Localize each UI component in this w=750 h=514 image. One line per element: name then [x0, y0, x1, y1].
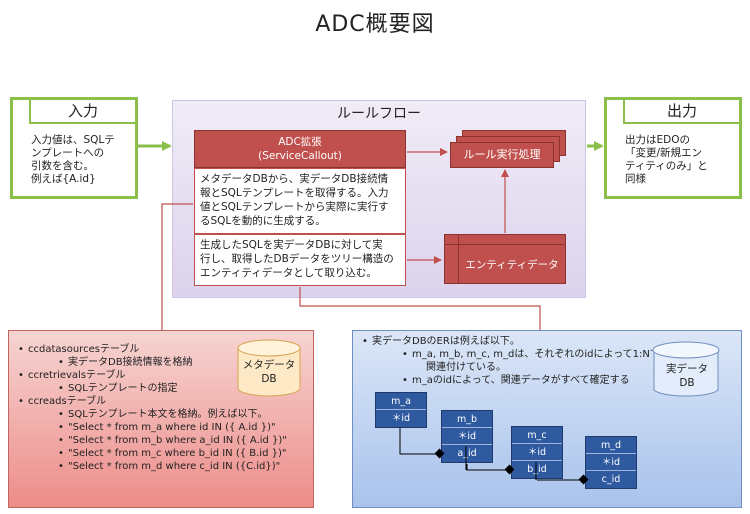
output-box: 出力 出力はEDOの 「変更/新規エン ティティのみ」と 同様	[604, 97, 742, 199]
real-data-bullet-list: • 実データDBのERは例えば以下。 • m_a, m_b, m_c, m_dは、それ…	[358, 336, 660, 388]
adc-extension-title: ADC拡張	[278, 136, 322, 148]
real-data-db-cylinder-icon	[652, 341, 720, 397]
output-heading: 出力	[623, 100, 739, 124]
metadata-bullet-item-text: ccdatasourcesテーブル	[28, 344, 140, 355]
bullet-icon: •	[58, 422, 64, 433]
er-table-name: m_b	[442, 411, 492, 428]
real-data-db-label-line2: DB	[679, 377, 695, 389]
er-table-m-c: m_c＊id b_id	[511, 426, 563, 479]
real-data-db-label-line1: 実データ	[666, 363, 708, 375]
metadata-db-cylinder-icon	[237, 339, 301, 397]
crows-foot-m-b	[434, 448, 445, 459]
metadata-bullet-item: • SQLテンプレート本文を格納。例えば以下。	[14, 409, 268, 421]
crows-foot-m-d	[578, 474, 589, 485]
real-data-bullet-item: • m_a, m_b, m_c, m_dは、それぞれのidによって1:Nで	[358, 349, 660, 361]
er-table-m-b: m_b＊id a_id	[441, 410, 493, 463]
metadata-bullet-item-text: 実データDB接続情報を格納	[68, 357, 193, 368]
metadata-bullet-item: • "Select * from m_a where id IN ({ A.id …	[14, 422, 276, 434]
entity-data-block: エンティティデータ	[444, 234, 566, 284]
er-table-name: m_a	[376, 393, 426, 410]
input-box: 入力 入力値は、SQLテ ンプレートへの 引数を含む。 例えば{A.id}	[10, 97, 138, 199]
metadata-bullet-item: • "Select * from m_c where b_id IN ({ B.i…	[14, 448, 286, 460]
metadata-bullet-item-text: SQLテンプレート本文を格納。例えば以下。	[68, 409, 268, 420]
adc-step-sql-generation: メタデータDBから、実データDB接続情 報とSQLテンプレートを取得する。入力 …	[194, 168, 406, 234]
er-table-column: ＊id	[391, 413, 411, 424]
adc-extension-header: ADC拡張 (ServiceCallout)	[194, 130, 406, 168]
metadata-bullet-item: • ccretrievalsテーブル	[14, 370, 244, 382]
adc-extension-subtitle: (ServiceCallout)	[258, 150, 342, 162]
entity-data-side-strip	[445, 235, 459, 283]
bullet-icon: •	[58, 435, 64, 446]
er-table-column: a_id	[457, 448, 477, 459]
metadata-bullet-item-text: "Select * from m_b where a_id IN ({ A.id…	[68, 435, 287, 446]
er-table-name: m_c	[512, 427, 562, 444]
metadata-db-bullet-list: • ccdatasourcesテーブル • 実データDB接続情報を格納 • ccretri…	[14, 344, 287, 474]
er-table-column: ＊id	[512, 444, 562, 461]
real-data-bullet-item-text: 実データDBのERは例えば以下。	[372, 336, 520, 347]
metadata-bullet-item: • SQLテンプレートの指定	[14, 383, 244, 395]
bullet-icon: •	[58, 448, 64, 459]
metadata-bullet-item: • "Select * from m_d where c_id IN ({C.id…	[14, 461, 280, 473]
er-table-m-d: m_d＊id c_id	[585, 436, 637, 489]
metadata-db-label: メタデータ DB	[236, 358, 302, 386]
bullet-icon: •	[58, 461, 64, 472]
bullet-icon: •	[58, 409, 64, 420]
metadata-bullet-item-text: ccreadsテーブル	[28, 396, 107, 407]
metadata-bullet-item: • ccreadsテーブル	[14, 396, 244, 408]
bullet-icon: •	[402, 349, 408, 360]
metadata-bullet-item: • ccdatasourcesテーブル	[14, 344, 244, 356]
real-data-bullet-item-text: m_a, m_b, m_c, m_dは、それぞれのidによって1:Nで	[412, 349, 660, 360]
er-table-m-a: m_a ＊id	[375, 392, 427, 428]
real-data-db-label: 実データ DB	[652, 362, 722, 390]
bullet-icon: •	[18, 370, 24, 381]
entity-data-label: エンティティデータ	[465, 259, 559, 271]
entity-data-top-strip	[445, 235, 565, 245]
bullet-icon: •	[58, 357, 64, 368]
input-description: 入力値は、SQLテ ンプレートへの 引数を含む。 例えば{A.id}	[31, 134, 115, 185]
rule-exec-process: ルール実行処理	[450, 142, 554, 168]
bullet-icon: •	[18, 344, 24, 355]
crows-foot-m-c	[504, 464, 515, 475]
metadata-bullet-item-text: "Select * from m_d where c_id IN ({C.id}…	[68, 461, 281, 472]
real-data-bullet-item-text: m_aのidによって、関連データがすべて確定する	[412, 375, 630, 386]
adc-step-data-fetch: 生成したSQLを実データDBに対して実 行し、取得したDBデータをツリー構造の …	[194, 234, 406, 286]
metadata-bullet-item-text: SQLテンプレートの指定	[68, 383, 178, 394]
metadata-bullet-item-text: ccretrievalsテーブル	[28, 370, 126, 381]
input-heading: 入力	[29, 100, 135, 124]
bullet-icon: •	[18, 396, 24, 407]
bullet-icon: •	[362, 336, 368, 347]
diagram-title: ADC概要図	[315, 12, 435, 37]
metadata-bullet-item: • "Select * from m_b where a_id IN ({ A.i…	[14, 435, 287, 447]
bullet-icon: •	[58, 383, 64, 394]
relation-m-b-to-m-c	[466, 464, 510, 471]
real-data-bullet-item-text: 関連付けている。	[426, 362, 506, 373]
metadata-db-label-line1: メタデータ	[242, 359, 296, 371]
real-data-bullet-item: • 実データDBのERは例えば以下。	[358, 336, 648, 348]
relation-m-a-to-m-b	[399, 428, 440, 455]
rule-flow-title: ルールフロー	[337, 106, 421, 122]
metadata-bullet-item-text: "Select * from m_a where id IN ({ A.id }…	[68, 422, 276, 433]
er-table-column: ＊id	[586, 454, 636, 471]
er-table-column: b_id	[527, 464, 547, 475]
metadata-db-label-line2: DB	[261, 373, 277, 385]
real-data-bullet-item: 関連付けている。	[358, 362, 648, 374]
er-table-name: m_d	[586, 437, 636, 454]
rule-exec-label: ルール実行処理	[463, 148, 541, 161]
er-table-column: ＊id	[442, 428, 492, 445]
metadata-bullet-item-text: "Select * from m_c where b_id IN ({ B.id…	[68, 448, 287, 459]
output-description: 出力はEDOの 「変更/新規エン ティティのみ」と 同様	[625, 134, 708, 185]
real-data-bullet-item: • m_aのidによって、関連データがすべて確定する	[358, 375, 648, 387]
metadata-bullet-item: • 実データDB接続情報を格納	[14, 357, 244, 369]
er-table-column: c_id	[601, 474, 621, 485]
bullet-icon: •	[402, 375, 408, 386]
